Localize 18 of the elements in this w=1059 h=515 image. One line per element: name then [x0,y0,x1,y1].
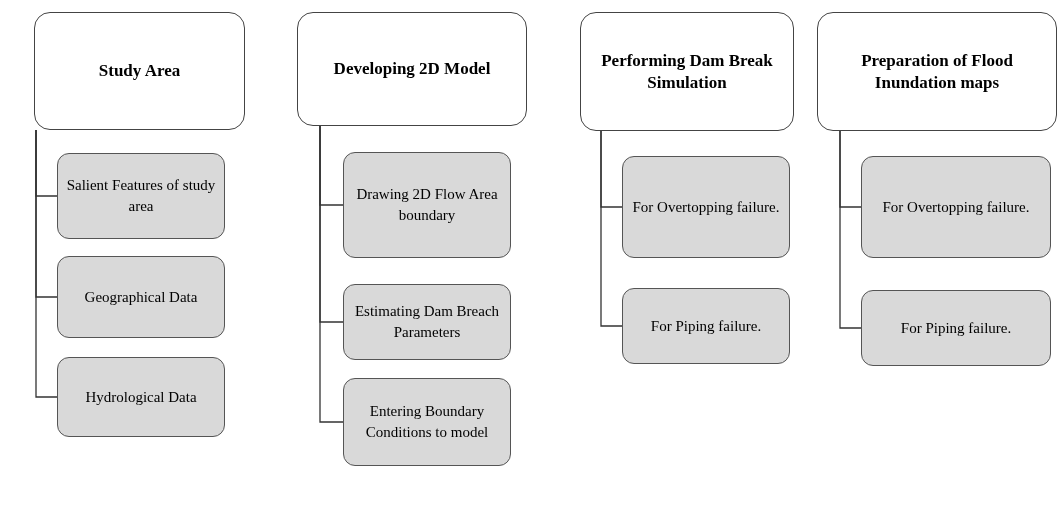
heading-box: Performing Dam Break Simulation [580,12,794,131]
connector-line [600,130,623,327]
connector-line [35,129,58,398]
step-box: Drawing 2D Flow Area boundary [343,152,511,258]
step-box: Entering Boundary Conditions to model [343,378,511,466]
heading-box: Study Area [34,12,245,130]
heading-box: Preparation of Flood Inundation maps [817,12,1057,131]
step-box: Estimating Dam Breach Parameters [343,284,511,360]
step-box: Salient Features of study area [57,153,225,239]
step-box: Hydrological Data [57,357,225,437]
heading-box: Developing 2D Model [297,12,527,126]
step-box: For Overtopping failure. [622,156,790,258]
step-box: For Overtopping failure. [861,156,1051,258]
step-box: Geographical Data [57,256,225,338]
step-box: For Piping failure. [861,290,1051,366]
connector-line [319,125,344,423]
connector-line [839,130,862,329]
step-box: For Piping failure. [622,288,790,364]
